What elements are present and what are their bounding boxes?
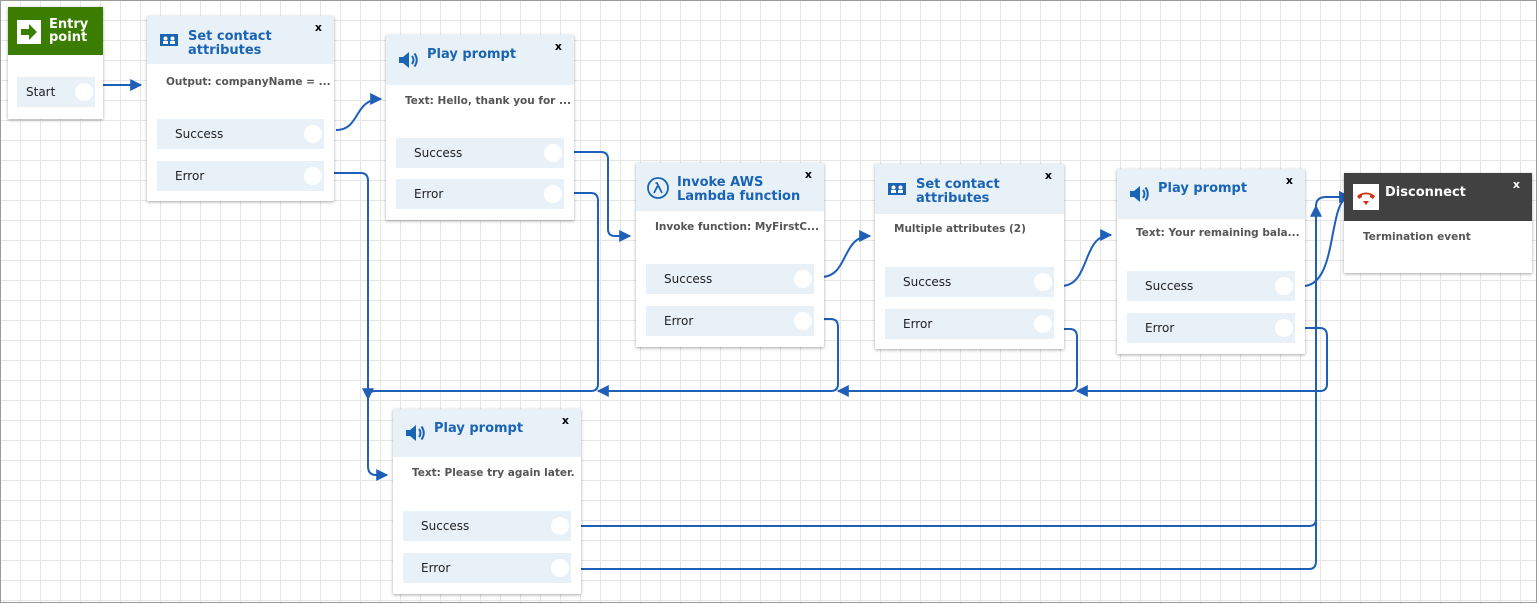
play-prompt-block-2[interactable]: Play prompt x Text: Your remaining bala.…: [1117, 169, 1305, 354]
set2-success-branch[interactable]: Success: [885, 267, 1054, 297]
set1-success-label: Success: [175, 127, 224, 141]
entry-point-block[interactable]: Entry point Start: [8, 7, 103, 119]
play3-success-label: Success: [421, 519, 470, 533]
set2-header: Set contact attributes x: [875, 164, 1064, 214]
play2-title: Play prompt: [1158, 181, 1248, 196]
play2-success-knob[interactable]: [1275, 277, 1293, 295]
set1-error-label: Error: [175, 169, 205, 183]
set-contact-attributes-block-2[interactable]: Set contact attributes x Multiple attrib…: [875, 164, 1064, 349]
play-prompt-block-1[interactable]: Play prompt x Text: Hello, thank you for…: [386, 35, 574, 220]
play2-header: Play prompt x: [1117, 169, 1305, 219]
connector-play1-error-to-play3: [362, 192, 599, 401]
contact-card-icon: [885, 177, 909, 201]
play1-title: Play prompt: [427, 47, 517, 62]
speaker-icon: [396, 48, 420, 72]
lambda-subtitle: Invoke function: MyFirstC...: [655, 221, 820, 233]
disconnect-close-button[interactable]: x: [1512, 178, 1520, 191]
set2-error-branch[interactable]: Error: [885, 309, 1054, 339]
connector-play1-success-to-lambda: [572, 151, 632, 242]
set2-success-knob[interactable]: [1034, 273, 1052, 291]
lambda-title: Invoke AWS Lambda function: [677, 175, 801, 204]
set1-subtitle: Output: companyName = ...: [166, 76, 331, 88]
play3-error-label: Error: [421, 561, 451, 575]
set1-title: Set contact attributes: [188, 29, 272, 58]
set2-error-label: Error: [903, 317, 933, 331]
play3-title: Play prompt: [434, 421, 524, 436]
set1-header: Set contact attributes x: [147, 16, 334, 64]
play1-success-label: Success: [414, 146, 463, 160]
lambda-error-label: Error: [664, 314, 694, 328]
lambda-success-knob[interactable]: [794, 270, 812, 288]
play2-close-button[interactable]: x: [1285, 174, 1293, 187]
set1-error-knob[interactable]: [304, 167, 322, 185]
invoke-lambda-block[interactable]: Invoke AWS Lambda function x Invoke func…: [636, 163, 824, 347]
play2-error-knob[interactable]: [1275, 319, 1293, 337]
set2-error-knob[interactable]: [1034, 315, 1052, 333]
entry-point-header: Entry point: [8, 7, 103, 55]
speaker-icon: [403, 421, 427, 445]
play2-error-branch[interactable]: Error: [1127, 313, 1295, 343]
play1-success-branch[interactable]: Success: [396, 138, 564, 168]
set2-success-label: Success: [903, 275, 952, 289]
disconnect-header: Disconnect x: [1344, 173, 1532, 221]
play3-subtitle: Text: Please try again later.: [412, 467, 575, 479]
set2-subtitle: Multiple attributes (2): [894, 223, 1026, 235]
play3-success-knob[interactable]: [551, 517, 569, 535]
play3-success-branch[interactable]: Success: [403, 511, 571, 541]
play1-header: Play prompt x: [386, 35, 574, 85]
connector-play2-success-to-disconnect: [1302, 191, 1352, 287]
arrow-right-icon: [16, 19, 42, 45]
set1-error-branch[interactable]: Error: [157, 161, 324, 191]
play2-success-branch[interactable]: Success: [1127, 271, 1295, 301]
lambda-error-branch[interactable]: Error: [646, 306, 814, 336]
disconnect-title: Disconnect: [1385, 185, 1466, 200]
lambda-close-button[interactable]: x: [804, 168, 812, 181]
play1-success-knob[interactable]: [544, 144, 562, 162]
play-prompt-block-3[interactable]: Play prompt x Text: Please try again lat…: [393, 409, 581, 594]
start-connector-knob[interactable]: [75, 83, 93, 101]
lambda-icon: [646, 176, 670, 200]
lambda-error-knob[interactable]: [794, 312, 812, 330]
hang-up-phone-icon: [1353, 184, 1379, 210]
play3-close-button[interactable]: x: [561, 414, 569, 427]
connector-lambda-success-to-set2: [820, 230, 872, 278]
play3-error-branch[interactable]: Error: [403, 553, 571, 583]
play1-close-button[interactable]: x: [554, 40, 562, 53]
connector-set1-success-to-play1: [335, 93, 383, 131]
play2-success-label: Success: [1145, 279, 1194, 293]
start-branch[interactable]: Start: [17, 77, 95, 107]
play1-error-label: Error: [414, 187, 444, 201]
connector-set1-error-to-play3: [332, 172, 389, 481]
play1-error-knob[interactable]: [544, 185, 562, 203]
play1-error-branch[interactable]: Error: [396, 179, 564, 209]
play2-subtitle: Text: Your remaining bala...: [1136, 227, 1300, 239]
lambda-success-label: Success: [664, 272, 713, 286]
set-contact-attributes-block-1[interactable]: Set contact attributes x Output: company…: [147, 16, 334, 201]
play2-error-label: Error: [1145, 321, 1175, 335]
set2-title: Set contact attributes: [916, 177, 1000, 206]
play1-subtitle: Text: Hello, thank you for ...: [405, 95, 571, 107]
play3-error-knob[interactable]: [551, 559, 569, 577]
lambda-success-branch[interactable]: Success: [646, 264, 814, 294]
set1-success-knob[interactable]: [304, 125, 322, 143]
connector-set2-success-to-play2: [1060, 229, 1113, 287]
disconnect-subtitle: Termination event: [1363, 231, 1471, 243]
set1-close-button[interactable]: x: [314, 21, 322, 34]
set1-success-branch[interactable]: Success: [157, 119, 324, 149]
disconnect-block[interactable]: Disconnect x Termination event: [1344, 173, 1532, 273]
contact-card-icon: [157, 28, 181, 52]
start-label: Start: [26, 85, 56, 99]
entry-point-title: Entry point: [49, 17, 89, 45]
set2-close-button[interactable]: x: [1044, 169, 1052, 182]
lambda-header: Invoke AWS Lambda function x: [636, 163, 824, 211]
speaker-icon: [1127, 182, 1151, 206]
play3-header: Play prompt x: [393, 409, 581, 457]
